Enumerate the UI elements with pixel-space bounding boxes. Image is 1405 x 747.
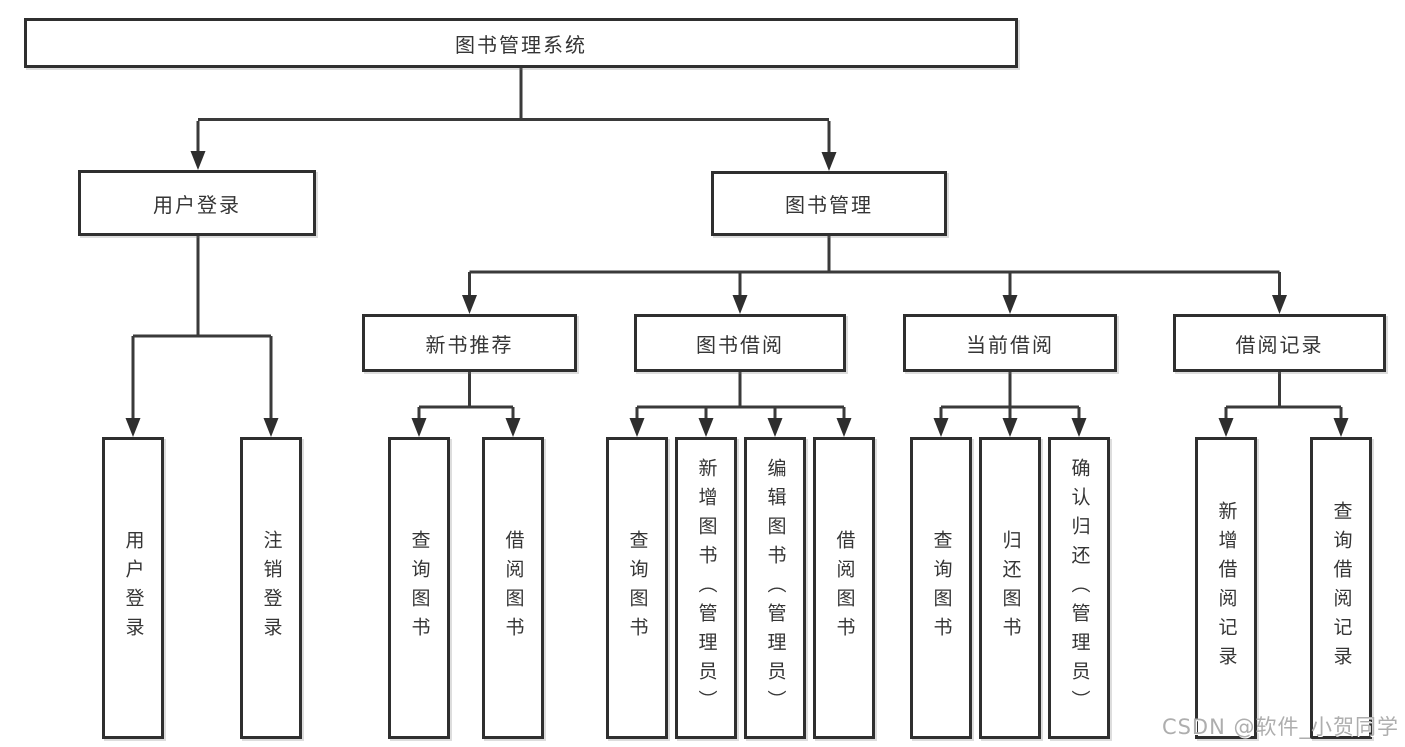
edge-records-to-leaves (1224, 372, 1343, 421)
node-library-system: 图书管理系统 (24, 18, 1018, 68)
leaf-current-confirm-return-admin-label: 确认归还（管理员） (1068, 457, 1091, 719)
node-borrowing-records: 借阅记录 (1173, 314, 1386, 372)
leaf-borrowing-query-books: 查询图书 (606, 437, 668, 739)
arrow-down-icon (698, 418, 714, 437)
leaf-user-login-label: 用户登录 (122, 530, 145, 646)
leaf-current-confirm-return-admin: 确认归还（管理员） (1048, 437, 1110, 739)
leaf-user-login: 用户登录 (102, 437, 164, 739)
node-current-borrowing-label: 当前借阅 (966, 332, 1054, 357)
leaf-current-return-books-label: 归还图书 (999, 530, 1022, 646)
leaf-borrowing-edit-books-admin-label: 编辑图书（管理员） (764, 457, 787, 719)
arrow-down-icon (821, 152, 837, 171)
arrow-down-icon (263, 418, 279, 437)
node-new-book-recommend: 新书推荐 (362, 314, 577, 372)
edge-current-to-leaves (939, 372, 1081, 421)
arrow-down-icon (1272, 295, 1287, 314)
arrow-down-icon (1002, 418, 1018, 437)
node-new-book-recommend-label: 新书推荐 (425, 332, 514, 357)
node-book-borrowing-label: 图书借阅 (696, 332, 784, 357)
leaf-current-query-books-label: 查询图书 (930, 530, 953, 646)
leaf-borrowing-borrow-books: 借阅图书 (813, 437, 875, 739)
leaf-borrowing-add-books-admin: 新增图书（管理员） (675, 437, 737, 739)
leaf-records-add-record: 新增借阅记录 (1195, 437, 1257, 739)
arrow-down-icon (767, 418, 783, 437)
leaf-logout-label: 注销登录 (260, 530, 283, 646)
leaf-borrowing-add-books-admin-label: 新增图书（管理员） (695, 457, 718, 719)
leaf-borrowing-edit-books-admin: 编辑图书（管理员） (744, 437, 806, 739)
leaf-borrowing-borrow-books-label: 借阅图书 (833, 530, 856, 646)
arrow-down-icon (411, 418, 427, 437)
arrow-down-icon (1002, 295, 1018, 314)
arrow-down-icon (836, 418, 852, 437)
leaf-recommend-query-books: 查询图书 (388, 437, 450, 739)
leaf-current-query-books: 查询图书 (910, 437, 972, 739)
leaf-borrowing-query-books-label: 查询图书 (626, 530, 649, 646)
node-borrowing-records-label: 借阅记录 (1235, 332, 1324, 357)
leaf-records-query-record-label: 查询借阅记录 (1330, 501, 1353, 675)
leaf-recommend-borrow-books-label: 借阅图书 (502, 530, 525, 646)
arrow-down-icon (629, 418, 645, 437)
edge-root-to-level2 (196, 68, 831, 154)
csdn-watermark: CSDN @软件_小贺同学 (1161, 715, 1399, 739)
leaf-recommend-query-books-label: 查询图书 (408, 530, 431, 646)
arrow-down-icon (125, 418, 141, 437)
arrow-down-icon (1218, 418, 1234, 437)
node-book-management: 图书管理 (711, 171, 947, 236)
arrow-down-icon (462, 295, 477, 314)
leaf-current-return-books: 归还图书 (979, 437, 1041, 739)
edge-recommend-to-leaves (417, 372, 515, 421)
node-current-borrowing: 当前借阅 (903, 314, 1117, 372)
node-user-login-label: 用户登录 (153, 192, 241, 217)
edge-borrowing-to-leaves (635, 372, 846, 421)
node-book-management-label: 图书管理 (785, 193, 873, 217)
edge-bookmgmt-to-level3 (468, 236, 1281, 297)
arrow-down-icon (933, 418, 949, 437)
node-book-borrowing: 图书借阅 (634, 314, 846, 372)
arrow-down-icon (505, 418, 521, 437)
arrow-down-icon (732, 295, 748, 314)
leaf-records-query-record: 查询借阅记录 (1310, 437, 1372, 739)
arrow-down-icon (190, 151, 206, 170)
arrow-down-icon (1333, 418, 1349, 437)
node-user-login: 用户登录 (78, 170, 316, 236)
leaf-records-add-record-label: 新增借阅记录 (1215, 501, 1238, 675)
leaf-recommend-borrow-books: 借阅图书 (482, 437, 544, 739)
arrow-down-icon (1071, 418, 1087, 437)
leaf-logout: 注销登录 (240, 437, 302, 739)
edge-userlogin-to-leaves (131, 236, 273, 420)
arrowheads (125, 151, 1349, 437)
node-library-system-label: 图书管理系统 (455, 32, 587, 57)
